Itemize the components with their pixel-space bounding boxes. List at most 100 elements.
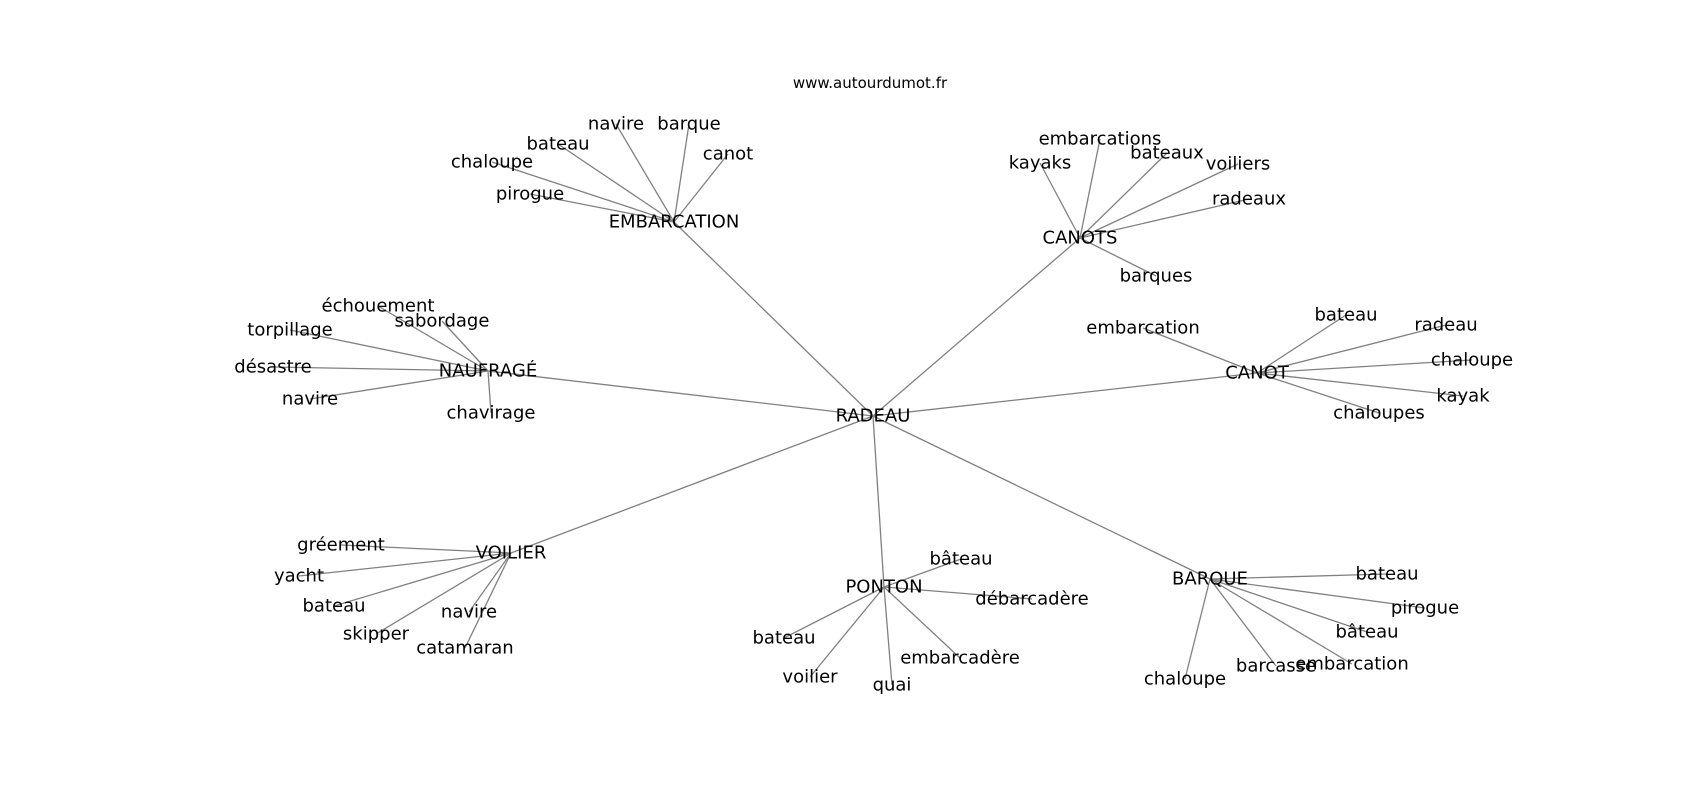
hub-word: NAUFRAGÉ [439, 360, 537, 382]
leaf-word: torpillage [247, 320, 332, 341]
leaf-word: échouement [322, 296, 435, 317]
leaf-word: chaloupe [451, 152, 533, 173]
edge-hub-to-leaf [809, 586, 885, 678]
leaf-word: bâteau [1335, 622, 1398, 643]
leaf-word: pirogue [1391, 598, 1459, 619]
hub-word: EMBARCATION [609, 212, 740, 233]
leaf-word: navire [282, 389, 338, 410]
edge-hub-to-leaf [464, 552, 512, 649]
edge-hub-to-leaf [673, 123, 690, 223]
edge-hub-to-leaf [1256, 372, 1464, 397]
edge-center-to-hub [872, 237, 1081, 417]
leaf-word: skipper [343, 624, 410, 645]
leaf-word: sabordage [395, 311, 490, 332]
edge-hub-to-leaf [340, 544, 512, 554]
leaf-word: chaloupe [1144, 669, 1226, 690]
edge-hub-to-leaf [1256, 372, 1380, 414]
leaf-word: yacht [274, 566, 324, 587]
leaf-word: navire [441, 602, 497, 623]
leaf-word: gréement [297, 535, 385, 556]
edge-hub-to-leaf [883, 586, 893, 686]
edge-hub-to-leaf [883, 586, 1033, 600]
edge-hub-to-leaf [529, 193, 675, 223]
edge-hub-to-leaf [883, 558, 962, 588]
edge-hub-to-leaf [1209, 573, 1388, 580]
leaf-word: débarcadère [975, 589, 1088, 610]
edge-hub-to-leaf [298, 552, 512, 577]
edge-hub-to-leaf [289, 329, 489, 372]
edge-hub-to-leaf [309, 370, 489, 400]
edge-hub-to-leaf [1209, 578, 1426, 609]
leaf-word: navire [588, 114, 644, 135]
leaf-word: bateau [526, 134, 589, 155]
edge-hub-to-leaf [491, 161, 675, 223]
edge-hub-to-leaf [673, 153, 729, 223]
leaf-word: bateaux [1130, 143, 1204, 164]
leaf-word: barques [1120, 266, 1193, 287]
edge-hub-to-leaf [1079, 152, 1168, 239]
edge-center-to-hub [872, 372, 1258, 417]
edge-hub-to-leaf [487, 370, 492, 414]
edge-center-to-hub [673, 221, 874, 417]
edge-hub-to-leaf [377, 305, 489, 372]
edge-hub-to-leaf [272, 366, 489, 372]
leaf-word: chaloupes [1333, 403, 1425, 424]
leaf-word: pirogue [496, 184, 564, 205]
edge-hub-to-leaf [1209, 578, 1368, 633]
leaf-word: bateau [302, 596, 365, 617]
hub-word: BARQUE [1172, 569, 1248, 590]
hub-word: VOILIER [476, 543, 547, 564]
leaf-word: barcasse [1236, 656, 1316, 677]
leaf-word: désastre [234, 357, 311, 378]
leaf-word: kayak [1436, 386, 1490, 407]
leaf-word: kayaks [1009, 153, 1072, 174]
edge-hub-to-leaf [1079, 237, 1157, 277]
leaf-word: embarcations [1039, 129, 1162, 150]
leaf-word: embarcation [1295, 654, 1408, 675]
edge-hub-to-leaf [375, 552, 512, 635]
leaf-word: radeaux [1212, 189, 1286, 210]
edge-center-to-hub [510, 415, 874, 554]
leaf-word: catamaran [416, 638, 513, 659]
edge-hub-to-leaf [1142, 327, 1258, 374]
graph-edges [272, 123, 1473, 686]
edge-center-to-hub [487, 370, 874, 417]
leaf-word: embarcation [1086, 318, 1199, 339]
center-word: RADEAU [836, 406, 911, 427]
edge-hub-to-leaf [1256, 314, 1347, 374]
edge-hub-to-leaf [1079, 198, 1250, 239]
leaf-word: barque [657, 114, 720, 135]
edge-hub-to-leaf [883, 586, 961, 659]
leaf-word: canot [703, 144, 753, 165]
leaf-word: voiliers [1206, 154, 1271, 175]
leaf-word: quai [873, 675, 912, 696]
edge-hub-to-leaf [1079, 138, 1101, 239]
site-url: www.autourdumot.fr [793, 74, 948, 92]
edge-hub-to-leaf [441, 320, 489, 372]
hub-word: PONTON [845, 577, 922, 598]
leaf-word: chaloupe [1431, 350, 1513, 371]
hub-word: CANOTS [1043, 228, 1118, 249]
edge-hub-to-leaf [1079, 163, 1239, 239]
edge-hub-to-leaf [1256, 324, 1447, 374]
edge-hub-to-leaf [1209, 578, 1277, 667]
edge-hub-to-leaf [1184, 578, 1211, 680]
leaf-word: bateau [1314, 305, 1377, 326]
leaf-word: chavirage [447, 403, 536, 424]
leaf-word: bâteau [929, 549, 992, 570]
leaf-word: radeau [1414, 315, 1477, 336]
edge-hub-to-leaf [468, 552, 512, 613]
edge-hub-to-leaf [1209, 578, 1353, 665]
edge-hub-to-leaf [783, 586, 885, 639]
edge-hub-to-leaf [1256, 359, 1473, 374]
edge-center-to-hub [872, 415, 1211, 580]
leaf-word: bateau [752, 628, 815, 649]
edge-hub-to-leaf [615, 123, 675, 223]
edge-center-to-hub [872, 415, 885, 588]
leaf-word: bateau [1355, 564, 1418, 585]
leaf-word: embarcadère [900, 648, 1020, 669]
edge-hub-to-leaf [1039, 162, 1081, 239]
edge-hub-to-leaf [333, 552, 512, 607]
